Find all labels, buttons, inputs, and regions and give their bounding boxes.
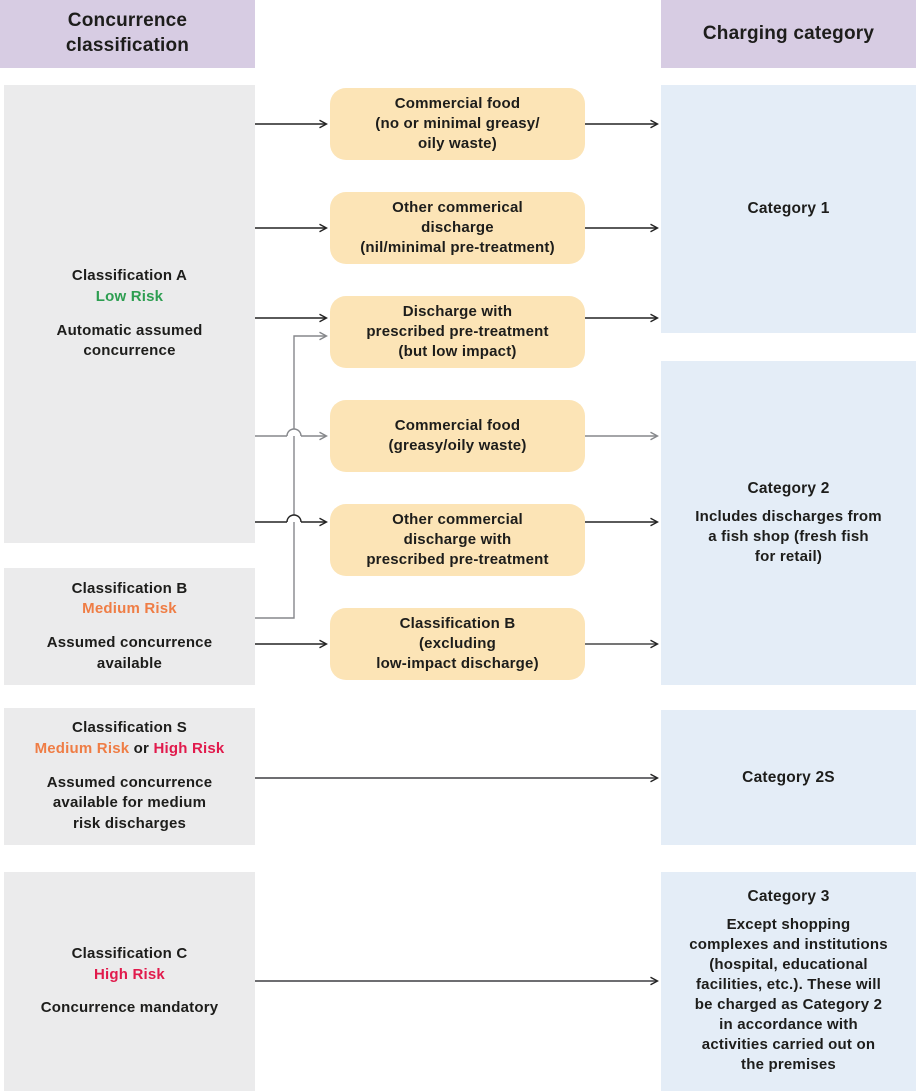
header-charging-category: Charging category xyxy=(661,0,916,68)
classification-b-body: Assumed concurrence available xyxy=(46,634,213,672)
classification-s-title: Classification S xyxy=(72,719,187,737)
category-2s-title: Category 2S xyxy=(742,768,835,786)
risk-or-label: or xyxy=(133,739,150,757)
discharge-box-prescribed-pretreatment-low-impact: Discharge with prescribed pre-treatment … xyxy=(330,296,585,368)
risk-high-label: High Risk xyxy=(94,965,165,983)
discharge-box-other-commercial-nil-pretreatment: Other commerical discharge (nil/minimal … xyxy=(330,192,585,264)
risk-medium-label: Medium Risk xyxy=(34,739,130,757)
category-2-title: Category 2 xyxy=(747,479,830,497)
category-2s-block: Category 2S xyxy=(661,710,916,845)
arrow-classb-to-box3 xyxy=(255,331,328,619)
line-hop-bridge xyxy=(286,428,302,437)
classification-c-block: Classification C High Risk Concurrence m… xyxy=(4,872,255,1091)
category-2-body: Includes discharges from a fish shop (fr… xyxy=(695,507,882,565)
classification-s-block: Classification S Medium Risk or High Ris… xyxy=(4,708,255,845)
line-hop-bridge xyxy=(286,514,302,523)
discharge-box-commercial-food-minimal: Commercial food (no or minimal greasy/ o… xyxy=(330,88,585,160)
category-1-title: Category 1 xyxy=(747,200,830,217)
category-3-title: Category 3 xyxy=(747,888,830,905)
category-1-block: Category 1 xyxy=(661,85,916,333)
classification-a-block: Classification A Low Risk Automatic assu… xyxy=(4,85,255,543)
category-3-block: Category 3 Except shopping complexes and… xyxy=(661,872,916,1091)
discharge-box-other-commercial-prescribed-pretreatment: Other commercial discharge with prescrib… xyxy=(330,504,585,576)
header-concurrence-classification: Concurrence classification xyxy=(0,0,255,68)
classification-b-title: Classification B xyxy=(71,579,188,597)
classification-a-title: Classification A xyxy=(71,267,188,285)
classification-s-body: Assumed concurrence available for medium… xyxy=(46,773,213,833)
category-3-body: Except shopping complexes and institutio… xyxy=(689,916,888,1073)
risk-medium-label: Medium Risk xyxy=(82,600,177,618)
classification-a-risk: Low Risk xyxy=(96,287,163,308)
classification-c-title: Classification C xyxy=(71,944,188,962)
classification-a-body: Automatic assumed concurrence xyxy=(56,321,203,360)
classification-b-block: Classification B Medium Risk Assumed con… xyxy=(4,568,255,685)
classification-c-risk: High Risk xyxy=(94,965,165,986)
classification-s-risk: Medium Risk or High Risk xyxy=(35,739,225,760)
category-2-block: Category 2 Includes discharges from a fi… xyxy=(661,361,916,685)
classification-c-body: Concurrence mandatory xyxy=(40,999,219,1017)
risk-high-label: High Risk xyxy=(153,739,225,757)
discharge-box-classification-b-excluding: Classification B (excluding low-impact d… xyxy=(330,608,585,680)
classification-b-risk: Medium Risk xyxy=(82,599,177,620)
risk-low-label: Low Risk xyxy=(95,287,164,305)
discharge-box-commercial-food-greasy: Commercial food (greasy/oily waste) xyxy=(330,400,585,472)
